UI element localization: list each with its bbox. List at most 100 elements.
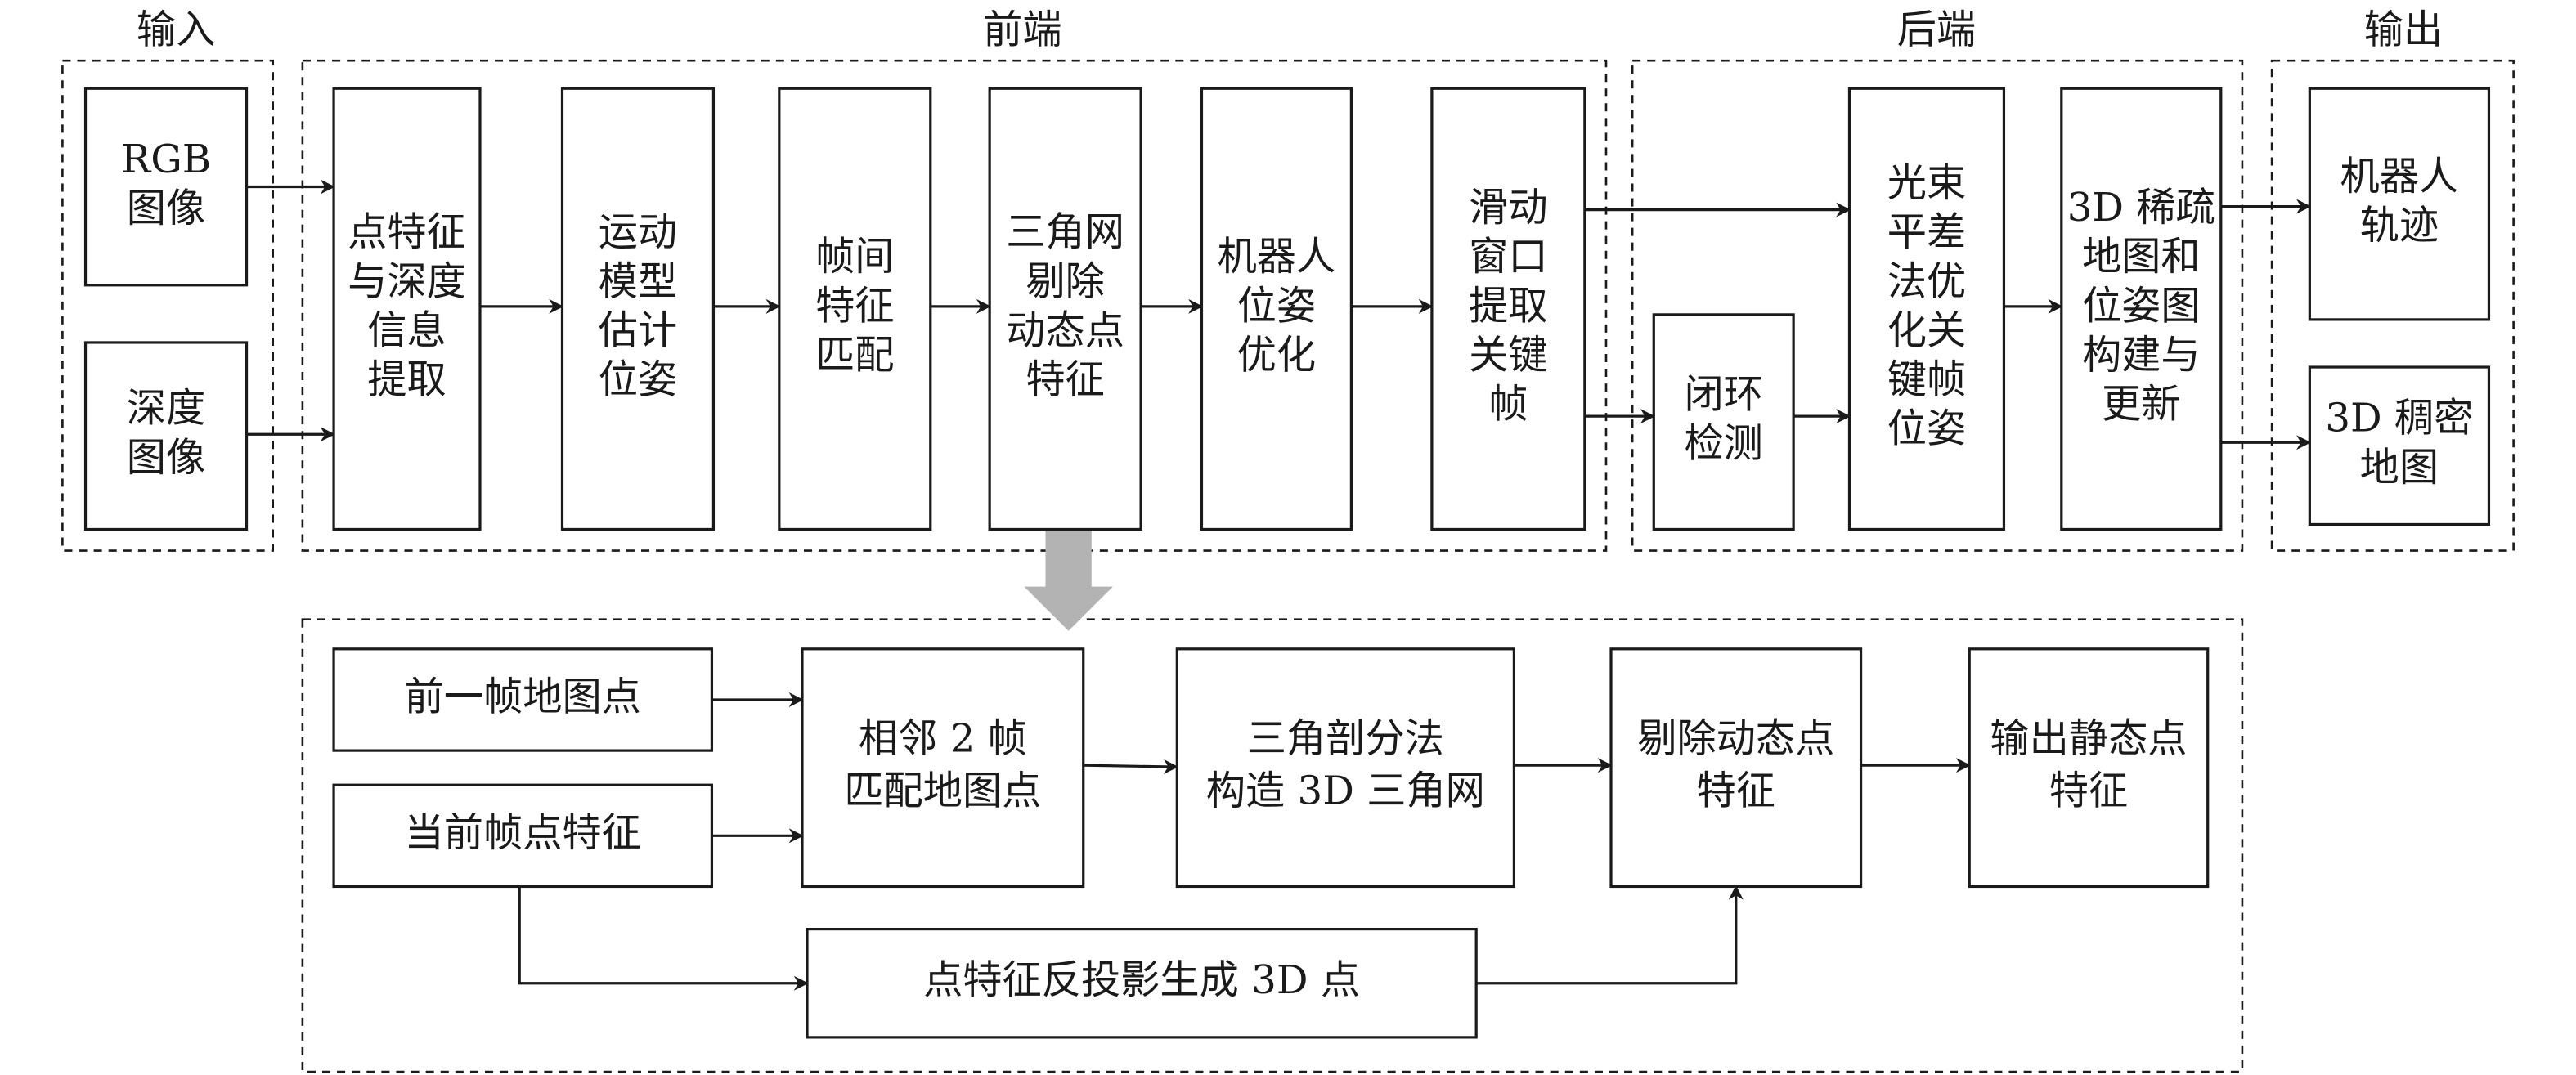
node-static-box	[1968, 647, 2210, 889]
node-depth-text: 深度	[127, 386, 205, 432]
node-rgb-text: 图像	[127, 186, 205, 231]
group-output-label: 输出	[2364, 7, 2443, 53]
node-adj-text: 相邻 2 帧	[859, 716, 1027, 762]
node-match-text: 匹配	[815, 333, 894, 378]
node-depth-text: 图像	[127, 435, 205, 481]
group-output: 输出	[2270, 7, 2515, 552]
node-delaunay-text: 构造 3D 三角网	[1206, 768, 1485, 814]
node-motion-text: 估计	[599, 307, 677, 353]
node-adj-box	[801, 647, 1085, 889]
node-ba-box	[1847, 87, 2006, 531]
node-prev-box	[332, 647, 714, 752]
node-window-text: 提取	[1469, 283, 1547, 329]
node-tri-text: 三角网	[1006, 209, 1124, 255]
group-backend: 后端	[1631, 7, 2244, 552]
group-frontend-frame	[301, 59, 1608, 552]
node-poseopt-box	[1200, 87, 1353, 531]
node-ba-text: 法优	[1887, 258, 1966, 304]
node-delaunay-box	[1175, 647, 1516, 889]
node-traj-text: 机器人	[2340, 154, 2459, 199]
node-loop-text: 检测	[1684, 421, 1762, 467]
node-poseopt-text: 位姿	[1237, 283, 1316, 329]
group-frontend: 前端	[301, 7, 1608, 552]
group-input-frame	[61, 59, 275, 552]
node-adj-text: 匹配地图点	[844, 768, 1041, 814]
node-static-text: 输出静态点	[1990, 716, 2187, 762]
node-rgb-text: RGB	[121, 137, 211, 182]
node-prev: 前一帧地图点	[332, 647, 714, 752]
node-match-text: 特征	[815, 283, 894, 329]
group-detail-frame	[301, 618, 2244, 1073]
group-detail	[301, 618, 2244, 1073]
node-match-box	[778, 87, 932, 531]
node-remove-text: 剔除动态点	[1637, 716, 1834, 762]
node-ba-text: 光束	[1887, 160, 1966, 206]
node-feat-text: 点特征	[348, 209, 466, 255]
node-ba-text: 平差	[1887, 209, 1966, 255]
node-ba-text: 键帧	[1887, 357, 1966, 403]
expand-arrow-icon	[1024, 529, 1113, 631]
node-feat-text: 信息	[367, 307, 446, 353]
node-map-text: 更新	[2102, 382, 2180, 428]
node-feat-text: 提取	[367, 357, 446, 403]
node-window-box	[1430, 87, 1586, 531]
node-dense-text: 3D 稠密	[2325, 396, 2473, 441]
node-backproj-box	[806, 927, 1478, 1039]
node-tri-text: 动态点	[1006, 307, 1124, 353]
group-output-frame	[2270, 59, 2515, 552]
node-backproj-text: 点特征反投影生成 3D 点	[923, 957, 1360, 1003]
node-tri-box	[988, 87, 1142, 531]
node-remove-box	[1609, 647, 1863, 889]
node-window-text: 关键	[1469, 333, 1547, 378]
node-window-text: 窗口	[1469, 234, 1547, 280]
node-poseopt-text: 机器人	[1218, 234, 1336, 280]
node-traj-text: 轨迹	[2360, 203, 2439, 249]
node-ba-text: 位姿	[1887, 406, 1966, 452]
edge-backproj-to-remove	[1476, 885, 1744, 985]
node-dense-box	[2308, 365, 2491, 526]
node-feat-box	[332, 87, 482, 531]
node-map-box	[2060, 87, 2223, 531]
node-cur-text: 当前帧点特征	[405, 810, 641, 856]
node-motion-text: 位姿	[599, 357, 677, 403]
group-frontend-label: 前端	[983, 7, 1061, 53]
node-feat-text: 与深度	[348, 258, 466, 304]
node-depth-box	[83, 341, 249, 531]
node-window-text: 帧	[1488, 382, 1528, 428]
node-dense-text: 地图	[2360, 445, 2439, 490]
node-static-text: 特征	[2049, 768, 2128, 814]
group-input: 输入	[61, 7, 275, 552]
node-traj-box	[2308, 87, 2491, 321]
node-window-text: 滑动	[1469, 185, 1547, 231]
node-motion-text: 运动	[599, 209, 677, 255]
node-map-text: 地图和	[2082, 234, 2201, 280]
group-backend-frame	[1631, 59, 2244, 552]
node-cur-box	[332, 783, 714, 889]
node-cur: 当前帧点特征	[332, 783, 714, 889]
edge-cur-to-backproj	[518, 886, 809, 991]
node-tri-text: 剔除	[1025, 258, 1104, 304]
node-remove-text: 特征	[1697, 768, 1775, 814]
node-prev-text: 前一帧地图点	[405, 674, 641, 719]
node-match-text: 帧间	[815, 234, 894, 280]
node-delaunay-text: 三角剖分法	[1247, 716, 1444, 762]
node-map-text: 位姿图	[2082, 283, 2201, 329]
node-tri-text: 特征	[1025, 357, 1104, 403]
node-backproj: 点特征反投影生成 3D 点	[806, 927, 1478, 1039]
edge-adj-to-delaunay	[1083, 759, 1179, 774]
